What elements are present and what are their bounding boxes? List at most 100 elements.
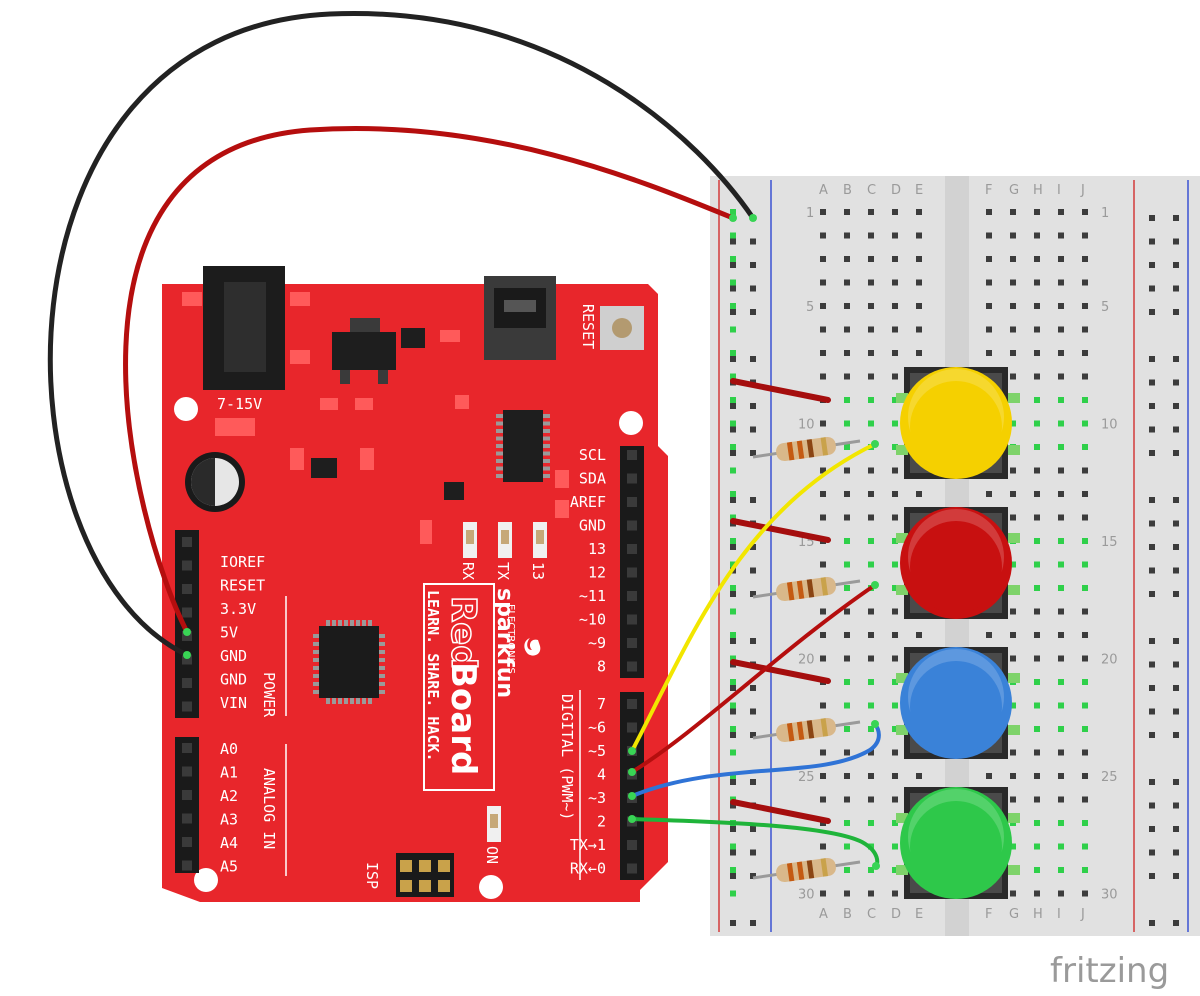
active-hole [892,397,898,403]
resistor-band [820,858,829,877]
brand-sparkfun: sparkfun [492,588,517,698]
rail-hole [750,403,756,409]
breadboard-hole [1058,491,1064,497]
mcu-pin [344,620,348,626]
active-hole [1034,561,1040,568]
breadboard-hole [844,773,850,779]
rail-hole [1173,215,1179,221]
breadboard-hole [1058,209,1064,215]
breadboard-hole [844,491,850,497]
breadboard-hole [844,467,850,474]
active-hole [1058,420,1064,427]
resistor [752,436,861,462]
breadboard-hole [1010,514,1016,521]
analog-header [175,737,199,873]
active-hole [868,867,874,873]
breadboard-hole [1082,491,1088,497]
header-pin [182,837,192,847]
breadboard-hole [1058,256,1064,262]
breadboard-hole [986,632,992,638]
flame-icon [524,638,541,656]
pin-label: ~10 [579,611,606,629]
header-pin [627,497,637,507]
usb-chip-pin [496,466,503,471]
active-hole [868,702,874,709]
pin-label: ~6 [588,719,606,737]
led-13-label: 13 [529,562,547,580]
rail-hole [1149,849,1155,856]
breadboard-hole [1010,796,1016,803]
active-hole [1082,679,1088,685]
breadboard-hole [892,655,898,662]
rail-hole [750,685,756,691]
breadboard-hole [986,303,992,309]
isp-pin [419,880,431,892]
active-hole [844,867,850,873]
mcu-pin [379,674,385,678]
breadboard-hole [820,890,826,897]
breadboard-hole [1058,632,1064,638]
column-letter: J [1080,183,1085,198]
column-letter: B [843,183,852,198]
header-pin [182,654,192,665]
led-rx-dot [466,530,474,544]
usb-chip [503,410,543,482]
breadboard-hole [844,350,850,356]
active-hole [1082,820,1088,826]
header-pin [182,607,192,618]
mcu-pin [379,650,385,654]
breadboard-hole [892,514,898,521]
rail-hole [730,450,736,456]
rail-hole [730,873,736,879]
breadboard-hole [916,279,922,286]
pin-label: ~9 [588,634,606,652]
breadboard-hole [1058,773,1064,779]
active-hole [1010,702,1016,709]
rail-hole [1173,849,1179,856]
rail-hole [1149,708,1155,715]
usb-chip-pin [543,459,550,463]
wire-end [183,651,191,659]
active-hole [868,538,874,544]
header-pin [182,766,192,777]
rail-hole [1149,285,1155,292]
rail-hole [750,238,756,245]
header-pin [182,790,192,800]
rail-hole [1149,638,1155,644]
breadboard-hole [820,232,826,239]
analog-section-label: ANALOG IN [260,768,278,849]
usb-chip-pin [496,459,503,463]
rail-hole [750,920,756,926]
header-pin [627,520,637,531]
fritzing-watermark: fritzing [1050,951,1169,991]
usb-chip-pin [496,429,503,433]
breadboard-hole [892,467,898,474]
rail-hole [1149,920,1155,926]
breadboard-hole [868,467,874,474]
breadboard-hole [868,514,874,521]
breadboard-hole [1058,796,1064,803]
row-number: 30 [798,888,815,903]
active-hole [730,632,736,638]
rail-hole [730,591,736,597]
usb-chip-pin [543,451,550,456]
rail-hole [1173,685,1179,691]
push-button-leg [1008,533,1020,543]
breadboard-hole [1058,749,1064,756]
breadboard-hole [986,256,992,262]
breadboard-hole [1010,303,1016,309]
header-pin [627,661,637,672]
breadboard-hole [1034,632,1040,638]
transistor [311,458,337,478]
active-hole [844,702,850,709]
breadboard-hole [1034,491,1040,497]
rail-hole [1149,309,1155,315]
header-pin [627,614,637,625]
active-hole [892,420,898,427]
header-pin [182,701,192,712]
breadboard-hole [844,279,850,286]
push-button-leg [1008,865,1020,875]
active-hole [730,350,736,356]
